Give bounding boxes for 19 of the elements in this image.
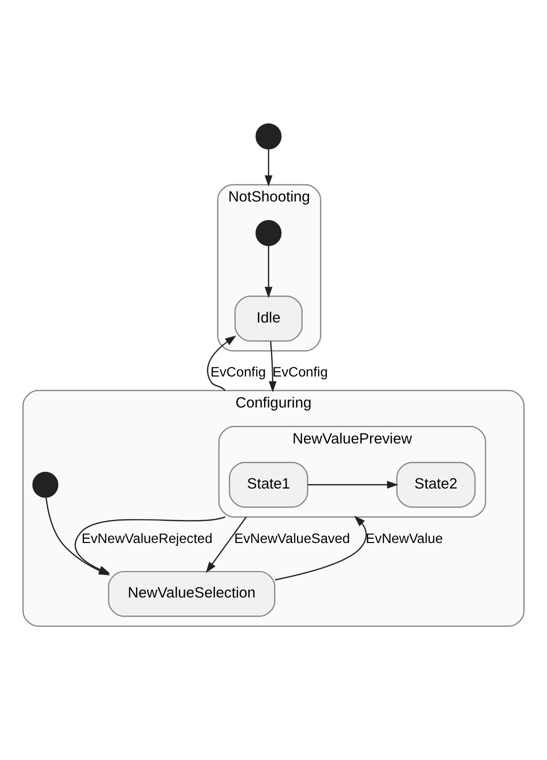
node-circle [32,472,58,498]
arrow [264,148,272,187]
arrow [268,341,277,392]
arrow [274,516,367,580]
edge-label: EvConfig [272,364,328,380]
node-box: State2 [396,462,476,508]
edge-label: EvNewValueRejected [82,530,212,546]
node-circle [256,220,282,246]
edge-label: EvConfig [210,364,266,380]
edge-label: EvNewValueSaved [234,530,350,546]
node-box: State1 [228,462,308,508]
arrow [308,480,398,489]
arrow [264,246,272,298]
arrow [207,336,236,391]
node-circle [256,123,282,150]
edge-label: EvNewValue [366,530,443,546]
node-box: NewValueSelection [108,570,276,617]
arrow [206,516,247,573]
node-box: Idle [234,296,303,342]
